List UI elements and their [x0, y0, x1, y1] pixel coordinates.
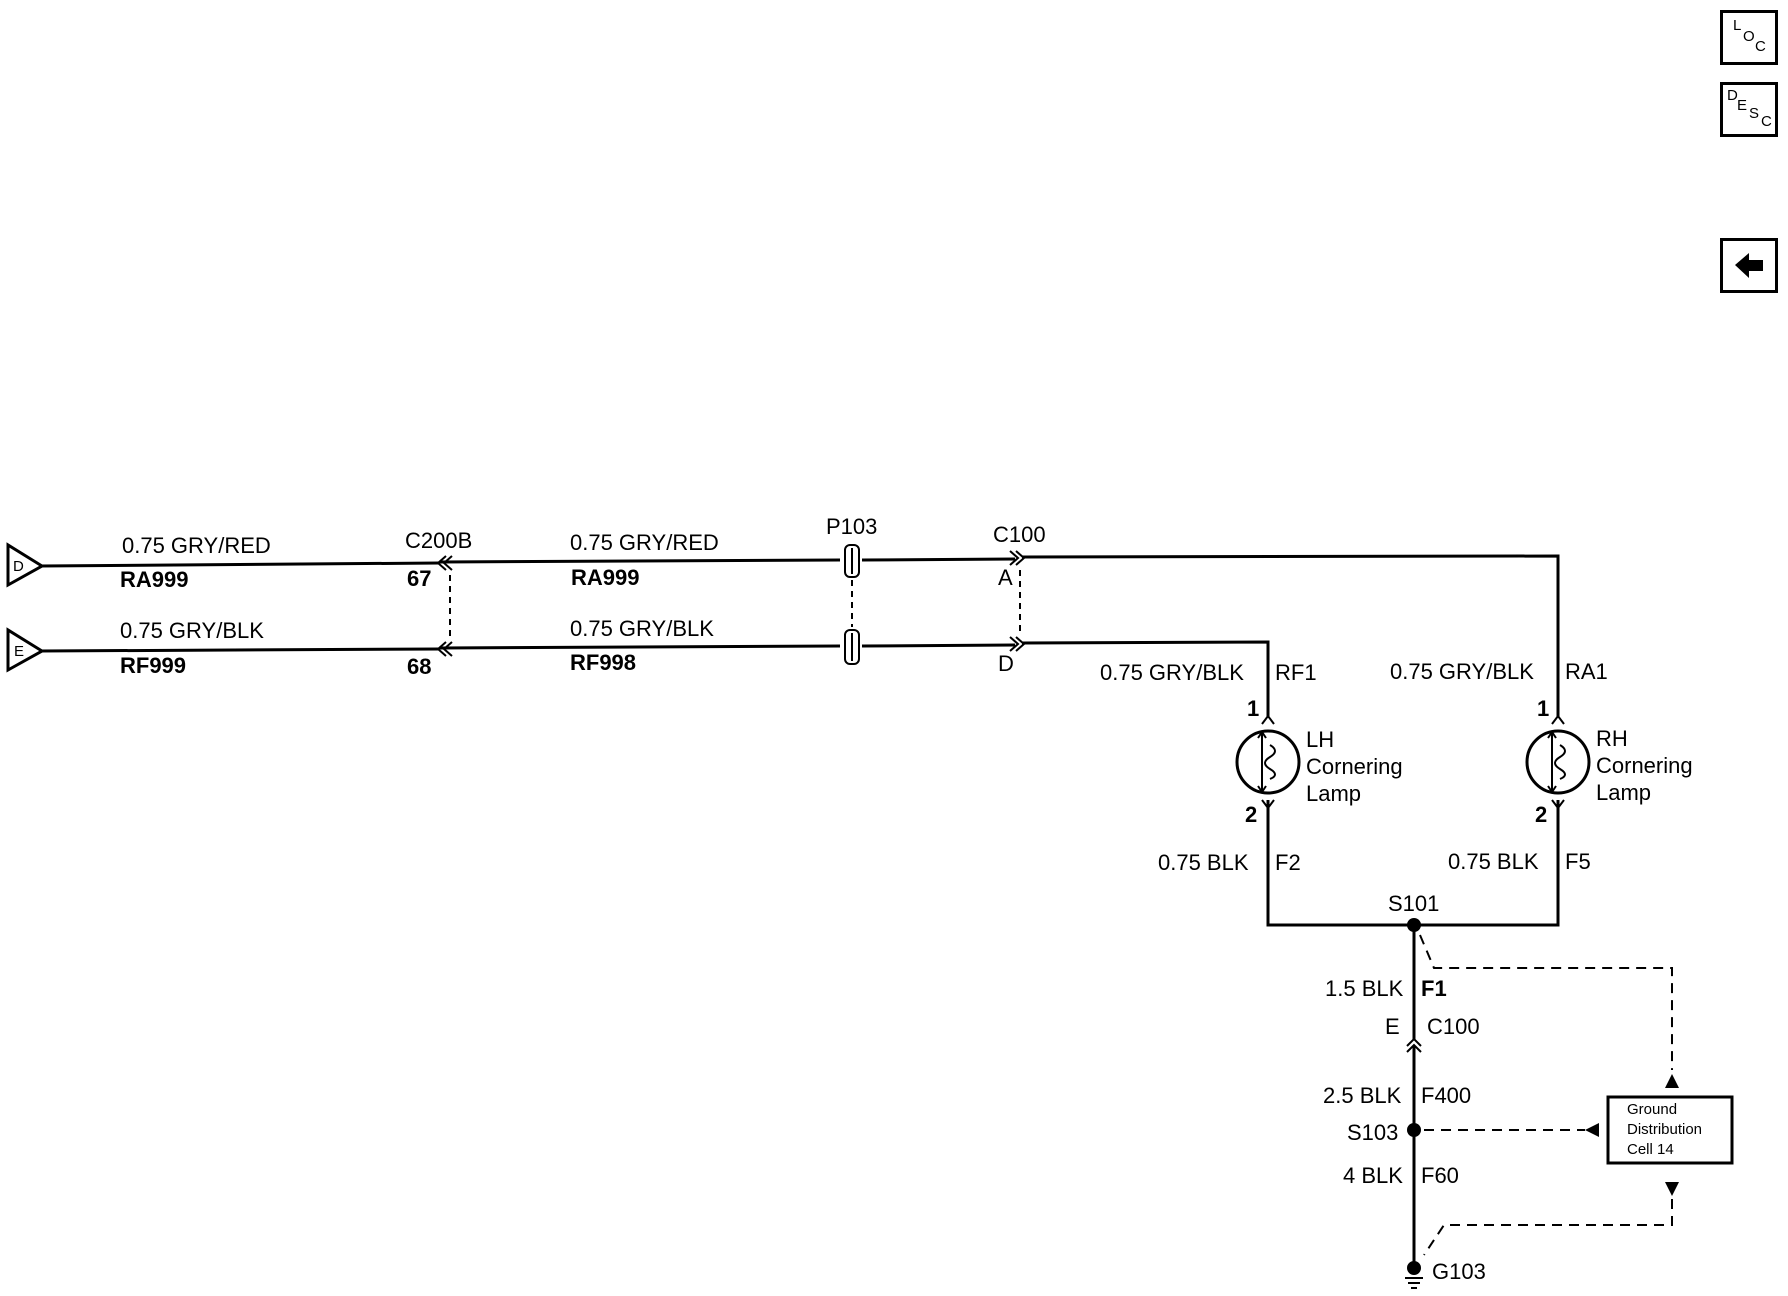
- wire-ra999-mid-right: [861, 557, 1016, 562]
- ground-g103-icon: [1405, 1261, 1423, 1289]
- c100-label-ground: C100: [1427, 1014, 1480, 1039]
- ground-distribution-arrows: [1585, 1074, 1679, 1196]
- rh-circuit-top: RA1: [1565, 659, 1608, 684]
- lh-wire-bot: 0.75 BLK: [1158, 850, 1249, 875]
- c200b-pin-67: 67: [407, 566, 431, 591]
- wire-ra999-mid-left: [439, 558, 841, 564]
- lh-label-2: Cornering: [1306, 754, 1403, 779]
- wire-rf-to-lh-lamp: [1021, 640, 1270, 718]
- g103-label: G103: [1432, 1259, 1486, 1284]
- rh-label-1: RH: [1596, 726, 1628, 751]
- lh-wire-top: 0.75 GRY/BLK: [1100, 660, 1244, 685]
- p103-label: P103: [826, 514, 877, 539]
- c100-pin-a: A: [998, 565, 1013, 590]
- loc-letter-l: L: [1733, 17, 1742, 34]
- rh-pin-2: 2: [1535, 802, 1547, 827]
- c100-pin-d: D: [998, 651, 1014, 676]
- gdc-line-1: Ground: [1627, 1101, 1677, 1118]
- p103-passthrough-icon: [844, 544, 860, 665]
- arrow-up-icon: [1665, 1074, 1679, 1088]
- arrow-left-icon: [1585, 1123, 1599, 1137]
- wire-rf998-mid-left: [439, 644, 841, 650]
- rh-pin-1: 1: [1537, 696, 1549, 721]
- desc-letter-c: C: [1761, 113, 1772, 130]
- wire-label-mid-top: 0.75 GRY/RED: [570, 530, 719, 555]
- c100-pin-e-connector-icon: [1406, 1037, 1422, 1053]
- gdc-line-2: Distribution: [1627, 1121, 1702, 1138]
- loc-letter-c: C: [1755, 38, 1766, 55]
- desc-button[interactable]: D E S C: [1720, 82, 1778, 137]
- wire-label-d: 0.75 GRY/RED: [122, 533, 271, 558]
- rh-label-2: Cornering: [1596, 753, 1693, 778]
- lh-pin-2: 2: [1245, 802, 1257, 827]
- lh-pin-1: 1: [1247, 696, 1259, 721]
- splice-s103-icon: [1407, 1123, 1421, 1137]
- desc-letter-s: S: [1749, 105, 1760, 122]
- wire-ra-to-rh-lamp: [1021, 554, 1560, 718]
- wire-label-f60: 4 BLK: [1343, 1163, 1403, 1188]
- wire-label-e: 0.75 GRY/BLK: [120, 618, 264, 643]
- circuit-label-f60: F60: [1421, 1163, 1459, 1188]
- lh-label-3: Lamp: [1306, 781, 1361, 806]
- s101-label: S101: [1388, 891, 1439, 916]
- circuit-label-f400: F400: [1421, 1083, 1471, 1108]
- c200b-label: C200B: [405, 528, 472, 553]
- lh-circuit-top: RF1: [1275, 660, 1317, 685]
- wire-label-f1: 1.5 BLK: [1325, 976, 1404, 1001]
- c100-label: C100: [993, 522, 1046, 547]
- arrow-down-icon: [1665, 1182, 1679, 1196]
- c100-pin-e: E: [1385, 1014, 1400, 1039]
- connector-e-icon[interactable]: [6, 627, 45, 673]
- c100-connector-icon: [1009, 550, 1026, 652]
- wire-label-f400: 2.5 BLK: [1323, 1083, 1402, 1108]
- wire-ra999-left: [39, 561, 441, 568]
- c200b-connector-icon: [436, 555, 453, 657]
- rh-label-3: Lamp: [1596, 780, 1651, 805]
- rh-cornering-lamp-icon: [1525, 714, 1591, 810]
- connector-d-icon[interactable]: [6, 542, 45, 588]
- back-button[interactable]: [1720, 238, 1778, 293]
- circuit-label-e: RF999: [120, 653, 186, 678]
- connector-e-letter: E: [14, 643, 24, 660]
- rh-wire-bot: 0.75 BLK: [1448, 849, 1539, 874]
- circuit-label-d: RA999: [120, 567, 188, 592]
- lh-cornering-lamp-icon: [1235, 714, 1301, 810]
- circuit-label-f1: F1: [1421, 976, 1447, 1001]
- c200b-pin-68: 68: [407, 654, 431, 679]
- desc-letter-d: D: [1727, 87, 1738, 104]
- splice-s101-icon: [1407, 918, 1421, 932]
- wire-rf998-mid-right: [861, 643, 1016, 648]
- rh-wire-top: 0.75 GRY/BLK: [1390, 659, 1534, 684]
- left-arrow-icon: [1735, 253, 1763, 278]
- ground-distribution-cell-box[interactable]: [1606, 1095, 1734, 1165]
- lh-circuit-bot: F2: [1275, 850, 1301, 875]
- circuit-label-mid-bot: RF998: [570, 650, 636, 675]
- circuit-label-mid-top: RA999: [571, 565, 639, 590]
- loc-letter-o: O: [1743, 28, 1755, 45]
- connector-d-letter: D: [13, 558, 24, 575]
- wire-label-mid-bot: 0.75 GRY/BLK: [570, 616, 714, 641]
- desc-letter-e: E: [1737, 97, 1748, 114]
- s103-label: S103: [1347, 1120, 1398, 1145]
- ground-distribution-links: [1419, 934, 1673, 1256]
- loc-button[interactable]: L O C: [1720, 10, 1778, 65]
- lh-label-1: LH: [1306, 727, 1334, 752]
- wire-rf999-left: [39, 647, 441, 653]
- rh-circuit-bot: F5: [1565, 849, 1591, 874]
- gdc-line-3: Cell 14: [1627, 1141, 1674, 1158]
